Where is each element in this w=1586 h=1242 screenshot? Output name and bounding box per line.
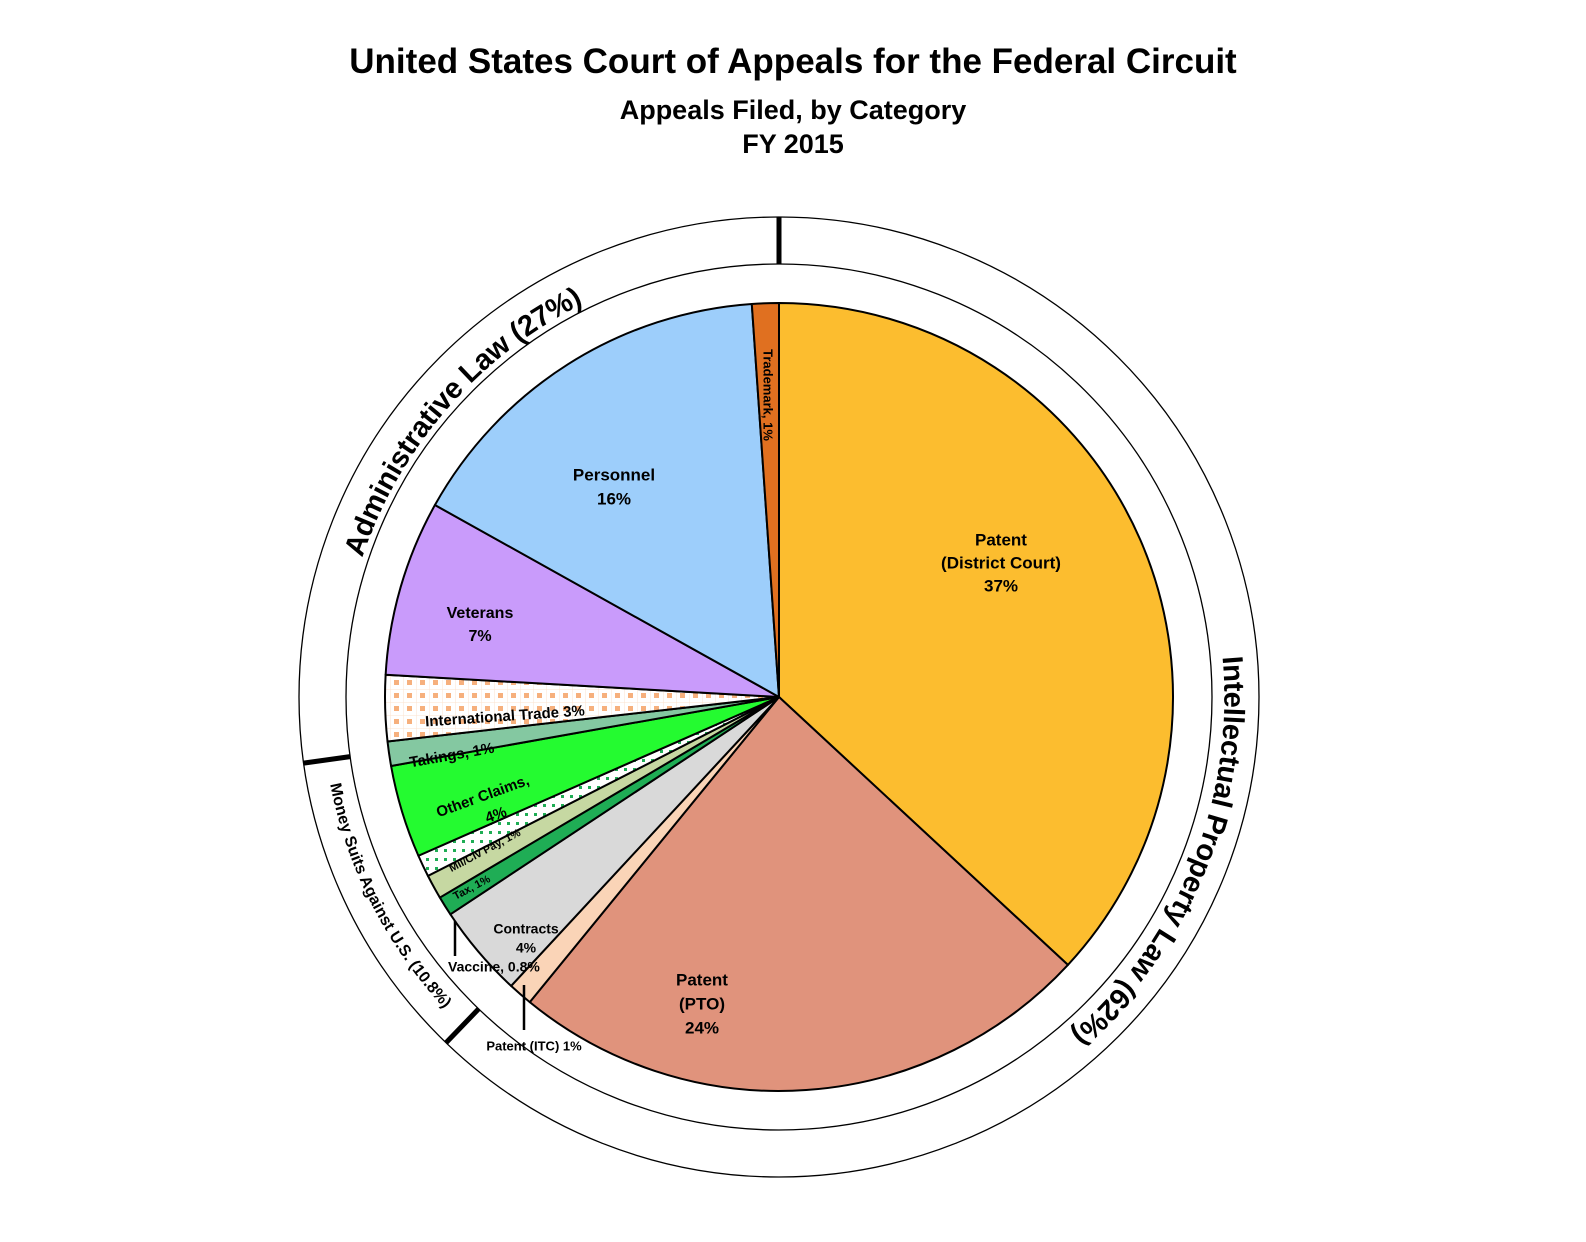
slice-label-line: 24% [685, 1018, 719, 1037]
slice-label-line: Trademark, 1% [761, 349, 776, 441]
slice-label-line: Patent [975, 530, 1027, 549]
slice-label-line: (District Court) [941, 553, 1061, 572]
ring-divider-tick [446, 1009, 479, 1043]
slice-label-line: Personnel [573, 465, 655, 484]
slice-label-line: Vaccine, 0.8% [448, 959, 540, 975]
slice-label-line: 37% [984, 576, 1018, 595]
slice-label-trademark: Trademark, 1% [761, 349, 776, 441]
slice-label-line: Patent [676, 970, 728, 989]
slice-label-vaccine: Vaccine, 0.8% [448, 959, 540, 975]
ring-divider-tick [304, 757, 351, 763]
slice-label-line: Veterans [447, 605, 514, 622]
slice-label-line: 16% [597, 489, 631, 508]
slice-label-line: Contracts [493, 921, 559, 937]
slice-label-line: 7% [468, 628, 491, 645]
slice-label-line: Patent (ITC) 1% [486, 1038, 582, 1053]
slice-label-line: 4% [516, 940, 537, 956]
slice-label-line: (PTO) [679, 994, 725, 1013]
slice-label-patent-itc: Patent (ITC) 1% [486, 1038, 582, 1053]
